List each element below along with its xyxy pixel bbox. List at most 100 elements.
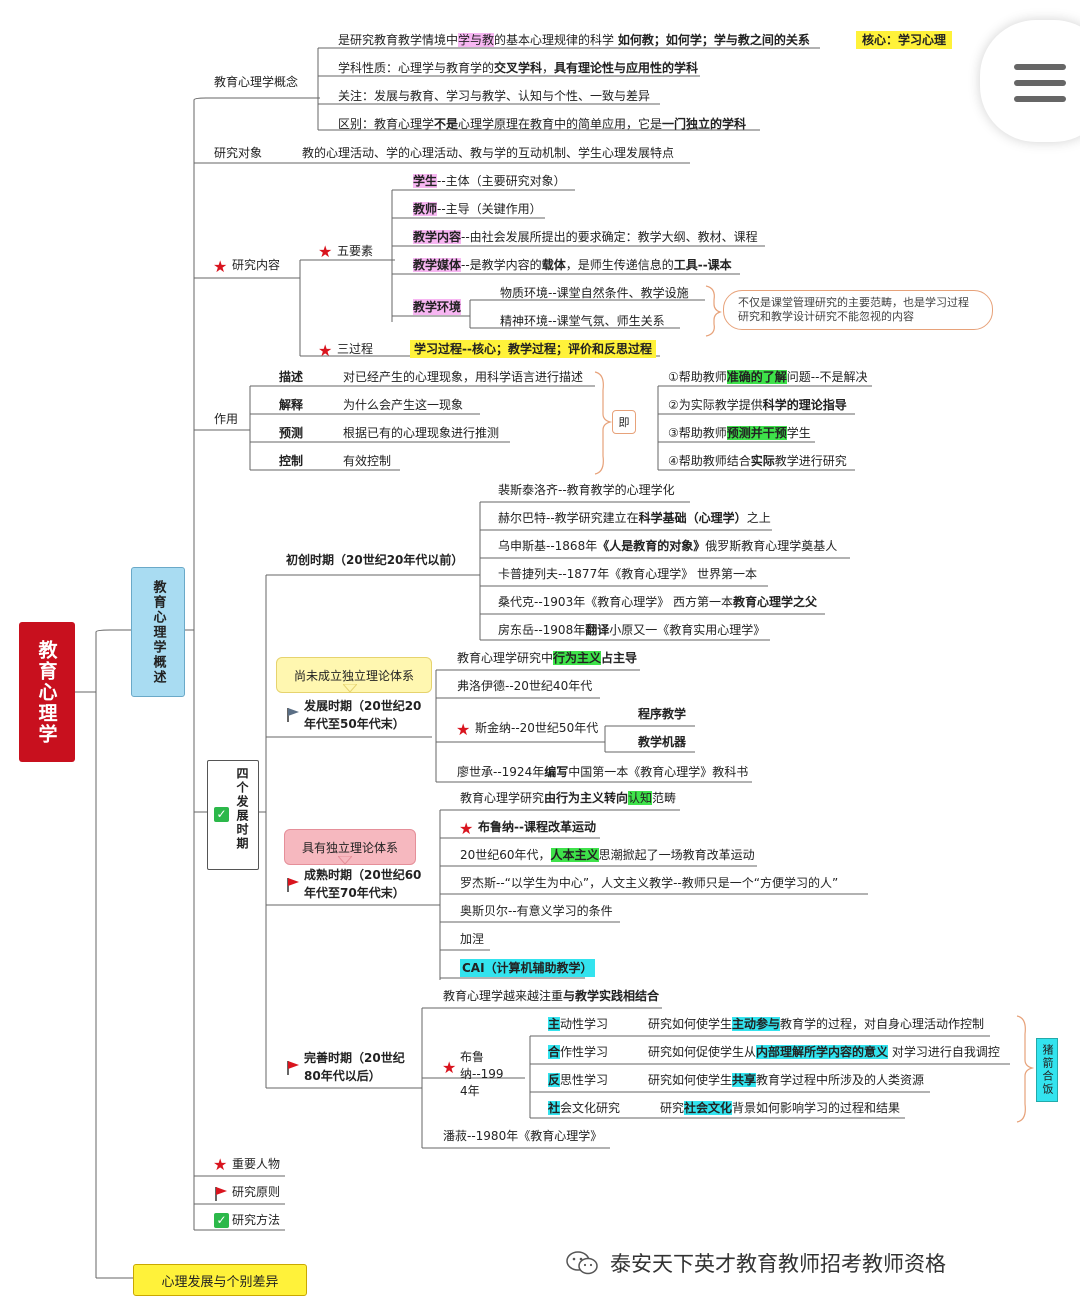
environment-note: 不仅是课堂管理研究的主要范畴，也是学习过程研究和教学设计研究不能忽视的内容 <box>723 290 993 330</box>
combine-label: 猪箭合饭 <box>1036 1038 1058 1102</box>
p3-item: 教育心理学研究由行为主义转向认知范畴 <box>460 791 677 805</box>
development-differences-node[interactable]: 心理发展与个别差异 <box>133 1264 307 1296</box>
learn-cooperative: 合作性学习 <box>548 1045 609 1059</box>
means-4: ④帮助教师结合实际教学进行研究 <box>668 454 847 468</box>
period-2-label-1[interactable]: 发展时期（20世纪20 <box>304 699 422 713</box>
function-describe: 描述 <box>279 370 304 384</box>
menu-icon <box>1014 64 1066 70</box>
p2-item: 弗洛伊德--20世纪40年代 <box>457 679 593 693</box>
core-badge: 核心：学习心理 <box>856 31 953 49</box>
period-1-label[interactable]: 初创时期（20世纪20年代以前） <box>286 553 464 567</box>
content-label[interactable]: 研究内容 <box>232 258 281 272</box>
function-label[interactable]: 作用 <box>214 412 239 426</box>
four-periods-node[interactable]: 四个发展时期 ✓ <box>207 760 259 870</box>
p2-item-skinner: 斯金纳--20世纪50年代 <box>475 721 599 735</box>
concept-label[interactable]: 教育心理学概念 <box>214 75 299 89</box>
star-icon: ★ <box>456 720 471 739</box>
p4-bruner-1: 布鲁 <box>460 1050 485 1064</box>
p4-intro: 教育心理学越来越注重与教学实践相结合 <box>443 989 660 1003</box>
learn-social-desc: 研究社会文化背景如何影响学习的过程和结果 <box>660 1101 901 1115</box>
five-elements-label[interactable]: 五要素 <box>337 244 374 258</box>
env-mental: 精神环境--课堂气氛、师生关系 <box>500 314 665 328</box>
function-predict: 预测 <box>279 426 304 440</box>
function-explain-text: 为什么会产生这一现象 <box>343 398 464 412</box>
function-explain: 解释 <box>279 398 304 412</box>
star-icon: ★ <box>318 242 333 261</box>
three-process-text: 学习过程--核心；教学过程；评价和反思过程 <box>410 340 656 358</box>
flag-icon <box>287 1061 299 1075</box>
star-icon: ★ <box>459 819 474 838</box>
callout-pointer <box>338 856 352 864</box>
star-icon: ★ <box>318 341 333 360</box>
function-describe-text: 对已经产生的心理现象，用科学语言进行描述 <box>343 370 584 384</box>
flag-icon <box>287 708 299 722</box>
object-label[interactable]: 研究对象 <box>214 146 263 160</box>
check-icon: ✓ <box>214 1213 229 1228</box>
env-physical: 物质环境--课堂自然条件、教学设施 <box>500 286 689 300</box>
p3-item: 奥斯贝尔--有意义学习的条件 <box>460 904 613 918</box>
period-3-label-2[interactable]: 年代至70年代末） <box>304 886 405 900</box>
element-content: 教学内容--由社会发展所提出的要求确定：教学大纲、教材、课程 <box>413 230 758 244</box>
learn-reflective-desc: 研究如何使学生共享教育学过程中所涉及的人类资源 <box>648 1073 925 1087</box>
p4-pan: 潘菽--1980年《教育心理学》 <box>443 1129 603 1143</box>
p3-item: 20世纪60年代，人本主义思潮掀起了一场教育改革运动 <box>460 848 755 862</box>
object-text: 教的心理活动、学的心理活动、教与学的互动机制、学生心理发展特点 <box>302 146 675 160</box>
overview-node[interactable]: 教育心理学概述 <box>131 567 185 697</box>
function-control-text: 有效控制 <box>343 454 392 468</box>
star-icon: ★ <box>213 1155 228 1174</box>
p4-bruner-2: 纳--199 <box>460 1067 504 1081</box>
p3-item-cai: CAI（计算机辅助教学） <box>460 959 595 977</box>
element-environment: 教学环境 <box>413 299 462 315</box>
element-media: 教学媒体--是教学内容的载体，是师生传递信息的工具--课本 <box>413 258 732 272</box>
concept-definition: 是研究教育教学情境中学与教的基本心理规律的科学 如何教；如何学；学与教之间的关系 <box>338 33 810 47</box>
function-predict-text: 根据已有的心理现象进行推测 <box>343 426 500 440</box>
learn-social: 社会文化研究 <box>548 1101 621 1115</box>
skinner-teaching-machine: 教学机器 <box>638 735 687 749</box>
three-process-label[interactable]: 三过程 <box>337 342 374 356</box>
wechat-icon <box>566 1251 598 1275</box>
p1-item: 裴斯泰洛齐--教育教学的心理学化 <box>498 483 675 497</box>
period-4-label-2[interactable]: 80年代以后） <box>304 1069 381 1083</box>
p1-item: 桑代克--1903年《教育心理学》 西方第一本教育心理学之父 <box>498 595 818 609</box>
root-node[interactable]: 教育心理学 <box>19 622 75 762</box>
period-2-label-2[interactable]: 年代至50年代末） <box>304 717 405 731</box>
p1-item: 赫尔巴特--教学研究建立在科学基础（心理学）之上 <box>498 511 771 525</box>
people-label[interactable]: 重要人物 <box>232 1157 281 1171</box>
flag-icon <box>215 1187 227 1201</box>
p2-item: 廖世承--1924年编写中国第一本《教育心理学》教科书 <box>457 765 749 779</box>
means-1: ①帮助教师准确的了解问题--不是解决 <box>668 370 868 384</box>
p1-item: 房东岳--1908年翻译小原又一《教育实用心理学》 <box>498 623 766 637</box>
means-2: ②为实际教学提供科学的理论指导 <box>668 398 847 412</box>
menu-icon <box>1014 80 1066 86</box>
p2-item: 教育心理学研究中行为主义占主导 <box>457 651 638 665</box>
period-4-label-1[interactable]: 完善时期（20世纪 <box>304 1051 405 1065</box>
concept-distinction: 区别：教育心理学不是心理学原理在教育中的简单应用，它是一门独立的学科 <box>338 117 747 131</box>
star-icon: ★ <box>213 257 228 276</box>
period-3-label-1[interactable]: 成熟时期（20世纪60 <box>304 868 422 882</box>
menu-button[interactable] <box>980 20 1080 142</box>
principles-label[interactable]: 研究原则 <box>232 1185 281 1199</box>
menu-icon <box>1014 96 1066 102</box>
means-3: ③帮助教师预测并干预学生 <box>668 426 811 440</box>
p4-bruner-3: 4年 <box>460 1084 480 1098</box>
p3-item: 加涅 <box>460 932 485 946</box>
p3-item: 罗杰斯--“以学生为中心”，人文主义教学--教师只是一个“方便学习的人” <box>460 876 839 890</box>
element-student: 学生--主体（主要研究对象） <box>413 174 566 188</box>
check-icon: ✓ <box>214 807 229 822</box>
p1-item: 乌申斯基--1868年《人是教育的对象》俄罗斯教育心理学奠基人 <box>498 539 838 553</box>
p3-item-bruner: 布鲁纳--课程改革运动 <box>478 820 596 834</box>
skinner-programmed-teaching: 程序教学 <box>638 707 687 721</box>
callout-pointer <box>343 684 357 692</box>
methods-label[interactable]: 研究方法 <box>232 1213 281 1227</box>
star-icon: ★ <box>442 1058 457 1077</box>
learn-active-desc: 研究如何使学生主动参与教育学的过程，对自身心理活动作控制 <box>648 1017 985 1031</box>
learn-active: 主动性学习 <box>548 1017 609 1031</box>
flag-icon <box>287 878 299 892</box>
function-control: 控制 <box>279 454 304 468</box>
p1-item: 卡普捷列夫--1877年《教育心理学》 世界第一本 <box>498 567 758 581</box>
watermark-text: 泰安天下英才教育教师招考教师资格 <box>610 1252 946 1276</box>
concept-nature: 学科性质：心理学与教育学的交叉学科，具有理论性与应用性的学科 <box>338 61 699 75</box>
callout-independent-theory: 具有独立理论体系 <box>284 829 416 865</box>
callout-no-theory: 尚未成立独立理论体系 <box>276 657 432 693</box>
